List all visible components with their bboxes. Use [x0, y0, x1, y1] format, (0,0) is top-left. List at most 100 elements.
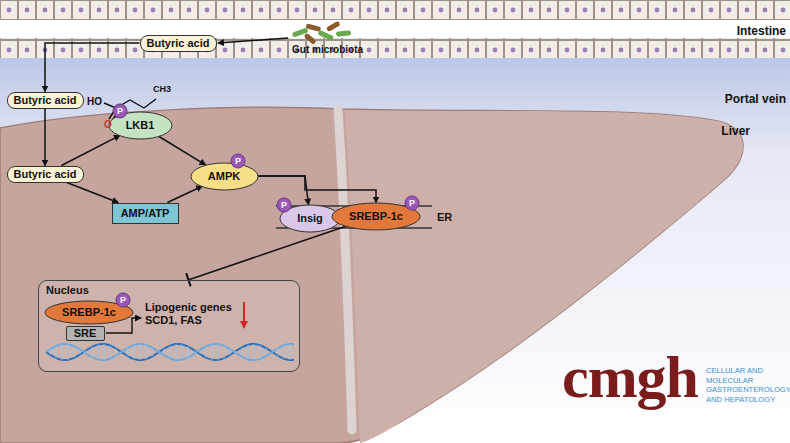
drawing-rect [317, 30, 334, 41]
kinase-ellipse: AMPK [191, 163, 258, 190]
base-pair [188, 347, 189, 358]
base-pair [170, 346, 171, 359]
base-pair [266, 348, 267, 356]
metabolite-box: Butyric acid [140, 35, 217, 52]
node-label: Butyric acid [14, 168, 77, 181]
shape-fill [231, 154, 245, 168]
metabolite-box: Butyric acid [7, 166, 84, 183]
base-pair [200, 350, 201, 354]
arrow-connector [158, 136, 205, 165]
drawing-rect [305, 23, 321, 32]
base-pair [140, 344, 141, 360]
node-label: AMPK [208, 170, 240, 183]
atom-label: O [104, 119, 112, 130]
phospho-mark: P [117, 106, 123, 116]
base-pair [230, 349, 231, 355]
metabolite-box: Butyric acid [7, 92, 84, 109]
atom-label: CH3 [153, 84, 171, 94]
arrow-connector [44, 109, 46, 166]
region-label: Intestine [700, 24, 786, 38]
atom-label: HO [87, 96, 102, 107]
shape-fill [116, 293, 130, 307]
gut-bacteria [292, 21, 351, 45]
compartment-title: Nucleus [46, 284, 89, 297]
arrow-connector [167, 186, 202, 202]
node-label: Butyric acid [147, 37, 210, 50]
node-label: AMP/ATP [121, 207, 170, 220]
base-pair [122, 351, 123, 353]
base-pair [242, 347, 243, 356]
base-pair [248, 345, 249, 359]
phospho-mark: P [409, 198, 415, 208]
decrease-arrow [243, 302, 245, 328]
drawing-rect [336, 30, 351, 36]
dna-strand [46, 344, 294, 360]
node-label: LKB1 [126, 119, 155, 132]
shape-fill [113, 104, 127, 118]
base-pair [146, 345, 147, 359]
liver-right-lobe [345, 110, 743, 443]
portal-vein-ground [0, 58, 790, 443]
base-pair [50, 349, 51, 354]
node-label: Butyric acid [14, 94, 77, 107]
base-pair [284, 345, 285, 358]
arrow-connector [67, 183, 118, 203]
base-pair [260, 345, 261, 359]
base-pair [272, 351, 273, 352]
node-label: Insig [297, 212, 323, 225]
base-pair [104, 344, 105, 360]
base-pair [128, 348, 129, 356]
shape-fill [405, 196, 419, 210]
shape-fill [277, 198, 291, 212]
base-pair [86, 351, 87, 354]
base-pair [206, 346, 207, 357]
dna-helix [46, 344, 294, 360]
base-pair [110, 346, 111, 359]
phospho-mark: P [235, 156, 241, 166]
phospho-circle: P [116, 293, 130, 307]
base-pair [116, 349, 117, 356]
phospho-circle: P [277, 198, 291, 212]
drawing-rect [303, 33, 316, 45]
base-pair [212, 344, 213, 359]
base-pair [236, 351, 237, 353]
journal-name: CELLULAR AND MOLECULAR GASTROENTEROLOGY … [706, 366, 788, 404]
phospho-mark: P [120, 295, 126, 305]
phospho-circle: P [405, 196, 419, 210]
base-pair [194, 350, 195, 354]
inhibition-connector [188, 226, 346, 280]
node-label: SREBP-1c [349, 210, 403, 223]
base-pair [290, 344, 291, 360]
node-label: SREBP-1c [62, 306, 116, 319]
ratio-box: AMP/ATP [112, 203, 179, 224]
base-pair [62, 344, 63, 360]
base-pair [278, 348, 279, 355]
base-pair [92, 347, 93, 357]
base-pair [56, 346, 57, 358]
base-pair [98, 345, 99, 360]
epithelium-bottom [0, 38, 790, 58]
base-pair [68, 344, 69, 359]
base-pair [134, 345, 135, 359]
node-label: SRE [74, 327, 97, 340]
region-label: Portal vein [690, 92, 786, 106]
falciform-ligament [338, 110, 352, 430]
base-pair [74, 346, 75, 358]
phospho-circle: P [113, 104, 127, 118]
base-pair [218, 344, 219, 360]
liver-outline [0, 107, 743, 443]
dna-strand [46, 344, 294, 360]
nucleus-fill [38, 280, 300, 372]
base-pair [152, 348, 153, 357]
base-pair [182, 345, 183, 360]
base-pair [254, 344, 255, 360]
element-box: SRE [66, 326, 105, 341]
base-pair [164, 349, 165, 355]
arrow-connector [258, 176, 377, 203]
shape-fill [191, 163, 258, 190]
intestine-lumen [0, 0, 790, 58]
microbe-label: Gut microbiota [292, 44, 363, 55]
arrow-connector [62, 135, 120, 165]
gene-label: Lipogenic genes SCD1, FAS [145, 301, 239, 327]
